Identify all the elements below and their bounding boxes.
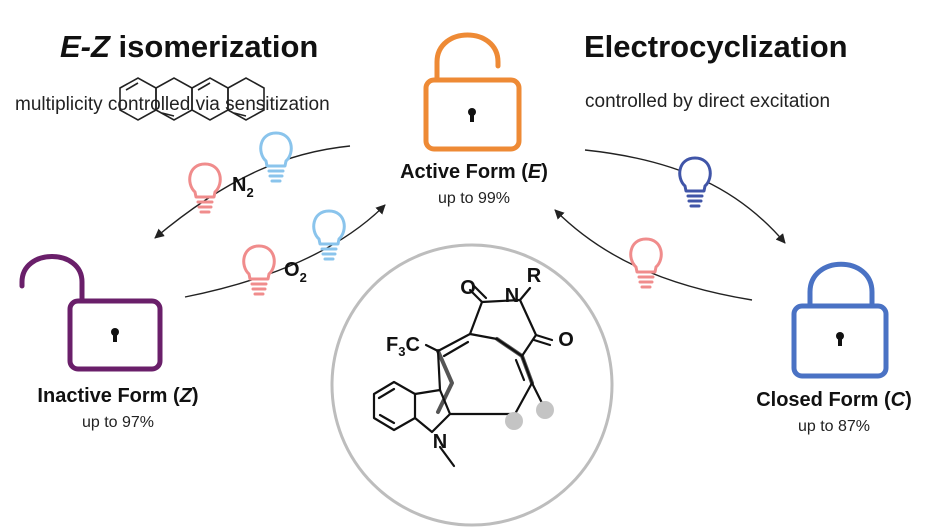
atom-n-indole: N (433, 431, 447, 453)
molecule-structure: O O N R N F3C (372, 265, 574, 468)
inactive-form-label: Inactive Form (Z) (37, 385, 198, 407)
light-bulb-icon-dark-blue (678, 156, 712, 208)
light-bulb-icon-red-n2 (188, 162, 222, 214)
active-form-label: Active Form (E) (400, 161, 548, 183)
inactive-form-yield: up to 97% (82, 414, 154, 431)
ez-subtitle: multiplicity controlled via sensitizatio… (15, 94, 330, 115)
active-form-yield: up to 99% (438, 190, 510, 207)
molecule-circle (330, 243, 614, 527)
closed-form-label: Closed Form (C) (756, 389, 912, 411)
atom-r-group: R (527, 265, 542, 287)
light-bulb-icon-red-reverse (629, 237, 663, 289)
arrow-inactive-to-active (184, 204, 386, 298)
inactive-form-lock-open-icon (19, 254, 163, 372)
electrocyclization-heading: Electrocyclization (584, 29, 848, 64)
light-bulb-icon-light-blue-o2 (312, 209, 346, 261)
atom-n-imide: N (505, 285, 519, 307)
closed-form-lock-closed-icon (791, 261, 889, 379)
atom-o-top: O (460, 277, 476, 299)
light-bulb-icon-red-o2 (242, 244, 276, 296)
atom-o-right: O (558, 329, 574, 351)
electrocyclization-subtitle: controlled by direct excitation (585, 91, 830, 112)
o2-label: O2 (284, 259, 307, 285)
ez-isomerization-heading: E-Z isomerization (60, 29, 318, 64)
atom-cf3: F3C (386, 334, 420, 359)
light-bulb-icon-light-blue-n2 (259, 131, 293, 183)
arrow-active-to-inactive (154, 145, 351, 239)
n2-label: N2 (232, 174, 254, 200)
closed-form-yield: up to 87% (798, 418, 870, 435)
active-form-lock-open-icon (423, 32, 522, 152)
anthracene-sensitizer (119, 77, 265, 121)
